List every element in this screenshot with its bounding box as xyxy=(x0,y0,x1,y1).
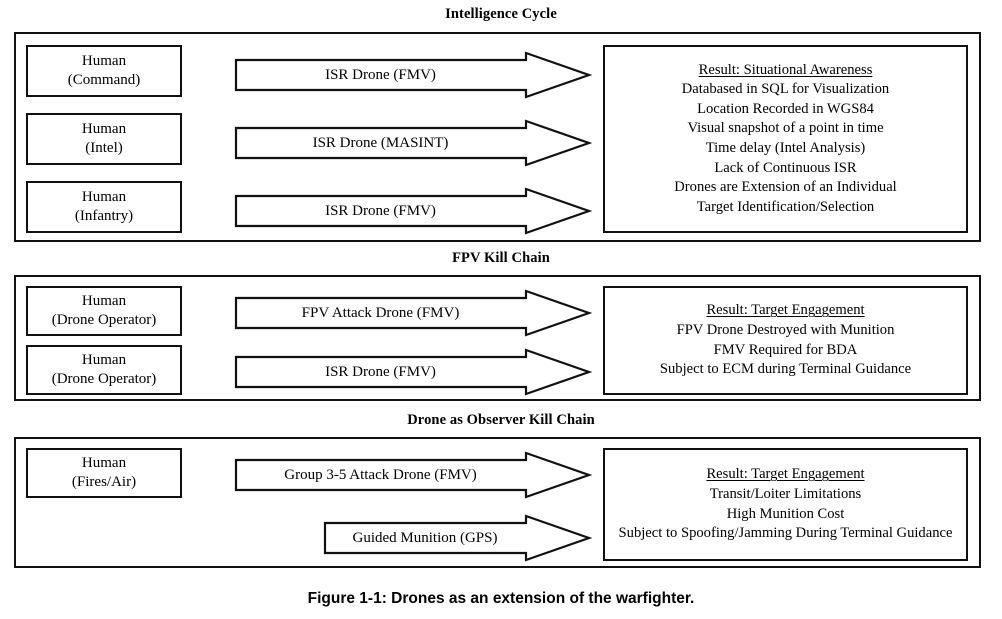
actor-line-1: Human xyxy=(81,189,127,206)
result-line: Location Recorded in WGS84 xyxy=(697,100,874,117)
panel-fpv-kill-chain: Human (Drone Operator) Human (Drone Oper… xyxy=(14,275,981,401)
result-line: Subject to Spoofing/Jamming During Termi… xyxy=(618,525,953,542)
actor-box-human-fires-air: Human (Fires/Air) xyxy=(26,448,182,498)
arrow-fpv-attack-drone-fmv: FPV Attack Drone (FMV) xyxy=(234,289,593,337)
result-box-target-engagement-fpv: Result: Target Engagement FPV Drone Dest… xyxy=(603,286,968,395)
result-box-target-engagement-observer: Result: Target Engagement Transit/Loiter… xyxy=(603,448,968,561)
arrow-guided-munition-gps: Guided Munition (GPS) xyxy=(323,514,593,562)
result-line: FPV Drone Destroyed with Munition xyxy=(676,321,895,338)
actor-box-human-command: Human (Command) xyxy=(26,45,182,97)
result-line: Target Identification/Selection xyxy=(696,198,875,215)
actor-box-human-intel: Human (Intel) xyxy=(26,113,182,165)
actor-line-2: (Infantry) xyxy=(74,208,134,224)
arrow-isr-drone-masint-intel: ISR Drone (MASINT) xyxy=(234,119,593,167)
actor-line-1: Human xyxy=(81,53,127,70)
actor-line-2: (Drone Operator) xyxy=(51,371,157,387)
actor-line-2: (Command) xyxy=(67,72,141,88)
actor-line-1: Human xyxy=(81,293,127,310)
panel-intelligence-cycle: Human (Command) Human (Intel) Human (Inf… xyxy=(14,32,981,242)
result-line: Transit/Loiter Limitations xyxy=(709,485,862,502)
section-title-intelligence-cycle: Intelligence Cycle xyxy=(445,6,557,22)
result-box-situational-awareness: Result: Situational Awareness Databased … xyxy=(603,45,968,233)
result-heading: Result: Target Engagement xyxy=(706,466,865,483)
actor-line-2: (Drone Operator) xyxy=(51,312,157,328)
actor-box-human-infantry: Human (Infantry) xyxy=(26,181,182,233)
actor-line-1: Human xyxy=(81,455,127,472)
actor-box-human-drone-operator-2: Human (Drone Operator) xyxy=(26,345,182,395)
result-line: High Munition Cost xyxy=(726,505,845,522)
actor-line-1: Human xyxy=(81,121,127,138)
arrow-group-3-5-attack-drone-fmv: Group 3-5 Attack Drone (FMV) xyxy=(234,451,593,499)
result-heading: Result: Target Engagement xyxy=(706,302,865,319)
actor-line-1: Human xyxy=(81,352,127,369)
result-line: Lack of Continuous ISR xyxy=(714,159,857,176)
figure-caption: Figure 1-1: Drones as an extension of th… xyxy=(307,590,695,607)
result-line: Subject to ECM during Terminal Guidance xyxy=(659,361,912,378)
result-line: Time delay (Intel Analysis) xyxy=(705,140,866,156)
result-line: Databased in SQL for Visualization xyxy=(681,81,890,98)
section-title-fpv-kill-chain: FPV Kill Chain xyxy=(452,250,550,266)
actor-line-2: (Intel) xyxy=(85,140,123,156)
section-title-drone-as-observer-kill-chain: Drone as Observer Kill Chain xyxy=(407,412,595,428)
arrow-isr-drone-fmv-command: ISR Drone (FMV) xyxy=(234,51,593,99)
panel-drone-as-observer-kill-chain: Human (Fires/Air) Group 3-5 Attack Drone… xyxy=(14,437,981,568)
arrow-isr-drone-fmv-infantry: ISR Drone (FMV) xyxy=(234,187,593,235)
arrow-isr-drone-fmv-operator: ISR Drone (FMV) xyxy=(234,348,593,396)
result-heading: Result: Situational Awareness xyxy=(698,61,873,78)
actor-line-2: (Fires/Air) xyxy=(71,474,137,490)
result-line: FMV Required for BDA xyxy=(713,341,858,358)
actor-box-human-drone-operator-1: Human (Drone Operator) xyxy=(26,286,182,336)
result-line: Drones are Extension of an Individual xyxy=(674,179,897,196)
result-line: Visual snapshot of a point in time xyxy=(687,120,884,137)
